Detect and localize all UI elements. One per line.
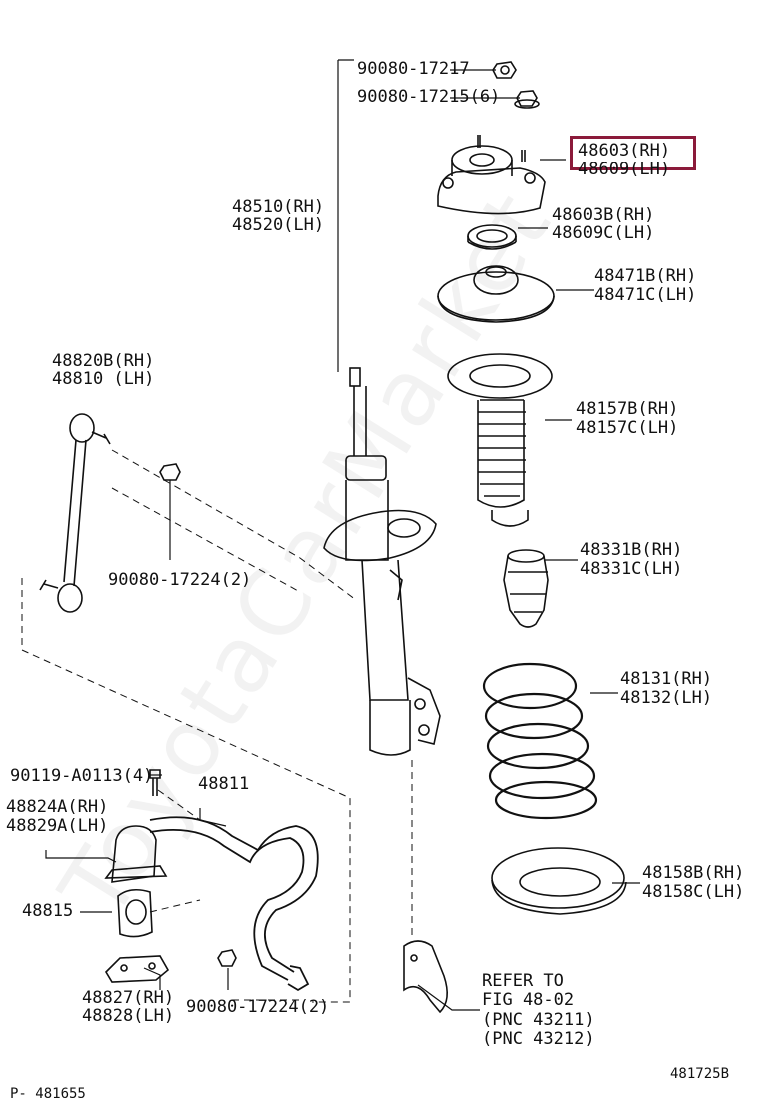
dashed-lines bbox=[21, 449, 413, 1003]
label-bolt[interactable]: 90119-A0113(4) bbox=[10, 766, 154, 786]
label-boot-rh[interactable]: 48157B(RH) bbox=[576, 399, 679, 419]
highlight-box bbox=[570, 136, 696, 170]
bearing-icon bbox=[467, 224, 517, 250]
label-seat-lh[interactable]: 48471C(LH) bbox=[594, 285, 697, 305]
label-link-lh[interactable]: 48810 (LH) bbox=[52, 369, 155, 389]
label-mount-rh[interactable]: 48603(RH) bbox=[578, 141, 671, 161]
bolt-icon bbox=[149, 769, 161, 796]
label-seat-rh[interactable]: 48471B(RH) bbox=[594, 266, 697, 286]
label-link-rh[interactable]: 48820B(RH) bbox=[52, 351, 155, 371]
stabilizer-nut-icon bbox=[217, 949, 237, 967]
refer-line-3[interactable]: (PNC 43211) bbox=[482, 1010, 595, 1030]
dust-boot-icon bbox=[447, 353, 553, 527]
label-bushing[interactable]: 48815 bbox=[22, 901, 74, 921]
nut-flange-icon bbox=[514, 90, 540, 109]
page-reference: P- 481655 bbox=[10, 1086, 86, 1102]
stabilizer-link-icon bbox=[39, 413, 111, 613]
label-boot-lh[interactable]: 48157C(LH) bbox=[576, 418, 679, 438]
stabilizer-bushing-icon bbox=[117, 888, 153, 938]
refer-line-2[interactable]: FIG 48-02 bbox=[482, 990, 575, 1010]
label-lower-bracket-lh[interactable]: 48828(LH) bbox=[82, 1006, 175, 1026]
shock-absorber-icon bbox=[323, 367, 441, 756]
stabilizer-bracket-icon bbox=[104, 825, 168, 883]
label-bracket-rh[interactable]: 48824A(RH) bbox=[6, 797, 109, 817]
label-spring-lh[interactable]: 48132(LH) bbox=[620, 688, 713, 708]
label-mount-lh[interactable]: 48609(LH) bbox=[578, 159, 671, 179]
label-stab-nut[interactable]: 90080-17224(2) bbox=[186, 997, 330, 1017]
link-nut-icon bbox=[159, 463, 181, 481]
label-absorber-lh[interactable]: 48520(LH) bbox=[232, 215, 325, 235]
label-bearing-rh[interactable]: 48603B(RH) bbox=[552, 205, 655, 225]
label-absorber-rh[interactable]: 48510(RH) bbox=[232, 197, 325, 217]
stabilizer-bar-icon bbox=[149, 816, 319, 992]
bump-stopper-icon bbox=[503, 549, 549, 628]
strut-mount-icon bbox=[437, 135, 546, 215]
label-bracket-lh[interactable]: 48829A(LH) bbox=[6, 816, 109, 836]
label-bumper-rh[interactable]: 48331B(RH) bbox=[580, 540, 683, 560]
refer-line-4[interactable]: (PNC 43212) bbox=[482, 1029, 595, 1049]
label-bearing-lh[interactable]: 48609C(LH) bbox=[552, 223, 655, 243]
label-nut-2[interactable]: 90080-17215(6) bbox=[357, 87, 501, 107]
label-insulator-lh[interactable]: 48158C(LH) bbox=[642, 882, 745, 902]
coil-spring-icon bbox=[482, 662, 598, 820]
lower-bracket-icon bbox=[104, 955, 170, 983]
label-link-nut[interactable]: 90080-17224(2) bbox=[108, 570, 252, 590]
label-nut-1[interactable]: 90080-17217 bbox=[357, 59, 470, 79]
label-stabilizer[interactable]: 48811 bbox=[198, 774, 250, 794]
label-bumper-lh[interactable]: 48331C(LH) bbox=[580, 559, 683, 579]
nut-small-icon bbox=[492, 61, 517, 79]
label-spring-rh[interactable]: 48131(RH) bbox=[620, 669, 713, 689]
spring-seat-icon bbox=[437, 265, 555, 323]
knuckle-icon bbox=[403, 940, 448, 1014]
figure-code: 481725B bbox=[670, 1066, 730, 1082]
spring-insulator-icon bbox=[491, 847, 627, 915]
label-lower-bracket-rh[interactable]: 48827(RH) bbox=[82, 988, 175, 1008]
label-insulator-rh[interactable]: 48158B(RH) bbox=[642, 863, 745, 883]
refer-line-1: REFER TO bbox=[482, 971, 564, 991]
